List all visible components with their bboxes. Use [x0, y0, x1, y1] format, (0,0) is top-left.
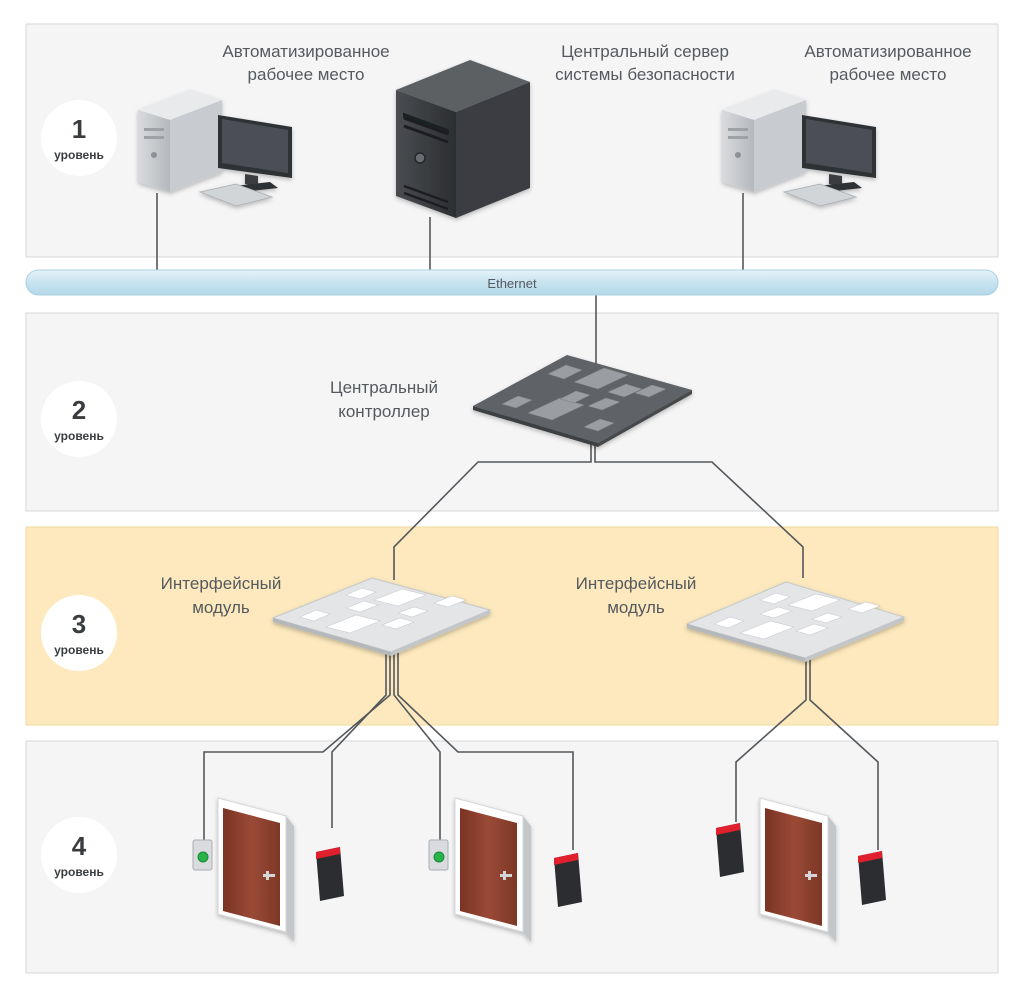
level-number: 1: [72, 114, 86, 144]
workstation-left-label-line2: рабочее место: [248, 65, 365, 84]
server-tower-icon: [396, 60, 530, 218]
module-right-label-line1: Интерфейсный: [576, 574, 697, 593]
interface-module-right-icon: [685, 581, 906, 662]
level-1-badge: 1 уровень: [41, 100, 117, 176]
exit-button-2-icon: [428, 839, 449, 871]
workstation-left-label-line1: Автоматизированное: [222, 42, 389, 61]
level-word: уровень: [54, 148, 104, 162]
level-4-badge: 4 уровень: [41, 817, 117, 893]
central-controller-icon: [473, 355, 692, 447]
workstation-right-label-line1: Автоматизированное: [804, 42, 971, 61]
server-label-line2: системы безопасности: [555, 65, 735, 84]
workstation-left-icon: [138, 90, 292, 207]
module-right-label-line2: модуль: [607, 598, 665, 617]
level-number: 4: [72, 831, 87, 861]
level-number: 2: [72, 395, 86, 425]
controller-label-line1: Центральный: [330, 378, 438, 397]
level-3-badge: 3 уровень: [41, 595, 117, 671]
ethernet-bus: [25, 269, 999, 296]
ethernet-label: Ethernet: [487, 276, 537, 291]
controller-label-line2: контроллер: [338, 402, 430, 421]
card-reader-2-icon: [554, 853, 582, 907]
door-2-icon: [454, 797, 531, 942]
card-reader-3-icon: [716, 823, 744, 877]
level-word: уровень: [54, 865, 104, 879]
level-2-badge: 2 уровень: [41, 381, 117, 457]
module-left-label-line2: модуль: [192, 598, 250, 617]
door-3-icon: [759, 797, 836, 942]
interface-module-left-icon: [271, 577, 492, 656]
workstation-right-label-line2: рабочее место: [830, 65, 947, 84]
workstation-right-icon: [722, 90, 876, 207]
exit-button-1-icon: [192, 839, 213, 871]
level-number: 3: [72, 609, 86, 639]
level-word: уровень: [54, 429, 104, 443]
connection-lines: [156, 193, 879, 850]
module-left-label-line1: Интерфейсный: [161, 574, 282, 593]
card-reader-4-icon: [858, 851, 886, 905]
level-word: уровень: [54, 643, 104, 657]
card-reader-1-icon: [316, 847, 344, 901]
door-1-icon: [217, 797, 294, 942]
server-label-line1: Центральный сервер: [561, 42, 729, 61]
